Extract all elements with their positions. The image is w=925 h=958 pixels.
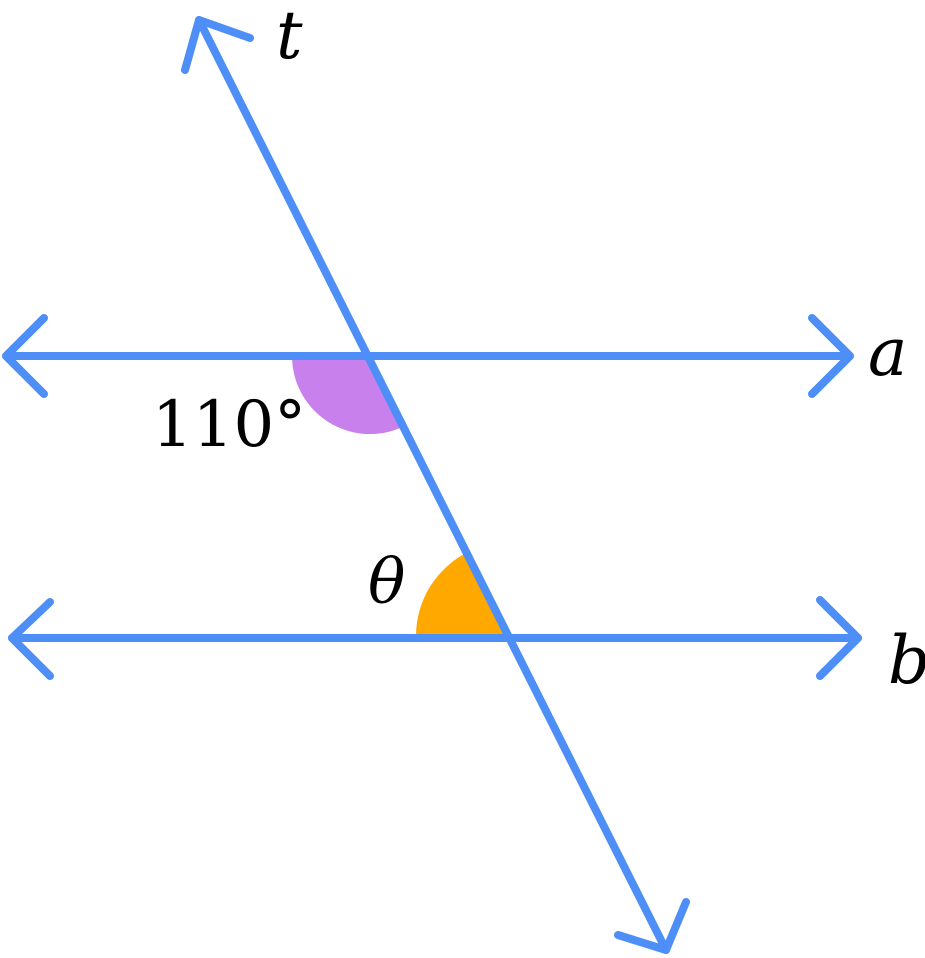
- line-a-label: a: [868, 314, 907, 391]
- given-angle-label: 110°: [152, 388, 306, 462]
- transversal-top-arrowhead: [181, 16, 254, 74]
- line-a-right-arrowhead: [808, 314, 854, 398]
- line-b: [8, 596, 862, 680]
- unknown-angle-sector: [416, 551, 510, 636]
- line-b-right-arrowhead: [816, 596, 862, 680]
- unknown-angle-label: θ: [368, 545, 405, 618]
- line-b-label: b: [888, 622, 925, 699]
- line-a: [2, 314, 854, 398]
- line-a-left-arrowhead: [2, 314, 48, 398]
- transversal-bottom-arrowhead: [614, 898, 690, 954]
- transversal-label: t: [276, 0, 303, 74]
- line-b-left-arrowhead: [8, 598, 54, 680]
- transversal-t: [181, 16, 690, 954]
